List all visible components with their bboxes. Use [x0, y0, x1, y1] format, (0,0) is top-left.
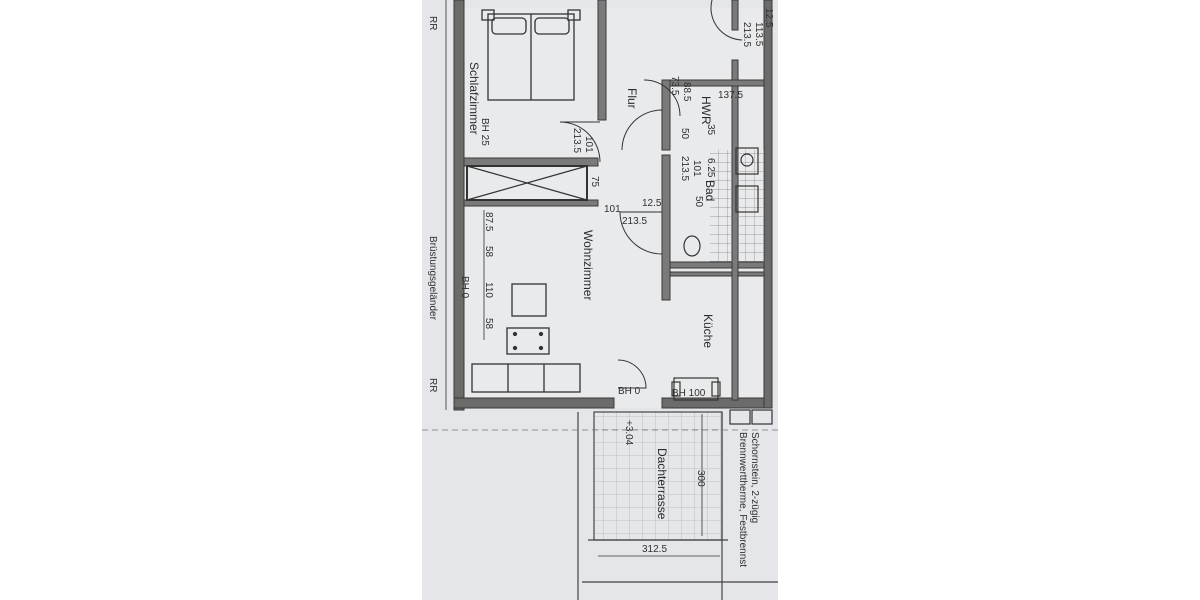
- note-brennwert: Brennwerttherme, Festbrennst: [737, 432, 748, 567]
- room-label-hwr: HWR: [699, 96, 713, 125]
- room-label-wohnzimmer: Wohnzimmer: [581, 230, 595, 300]
- wardrobe: [466, 165, 588, 201]
- dim-sz-101: 101: [583, 136, 594, 153]
- living-furniture: [471, 283, 581, 393]
- dim-hwr-137-5: 137.5: [718, 90, 743, 101]
- note-bh100: BH 100: [672, 388, 706, 399]
- terrace-outline: [577, 411, 778, 600]
- room-label-kueche: Küche: [701, 314, 715, 348]
- note-bruestung: Brüstungsgeländer: [427, 236, 438, 321]
- dim-win-58-a: 58: [483, 246, 494, 258]
- floor-plan: Schlafzimmer Flur HWR Bad Wohnzimmer Küc…: [422, 0, 778, 600]
- dim-hwr-50: 50: [679, 128, 690, 140]
- dim-win-110: 110: [483, 282, 494, 298]
- dim-win-87-5: 87.5: [483, 212, 494, 232]
- dim-wz-101: 101: [604, 204, 621, 215]
- dim-top-113-5: 113.5: [753, 22, 764, 47]
- dim-wz-213-5: 213.5: [622, 216, 647, 227]
- exterior-walls: [453, 0, 773, 411]
- dim-sz-75: 75: [589, 176, 600, 188]
- terrace-tiles: [594, 412, 722, 540]
- note-rr-mid: RR: [427, 378, 438, 392]
- dim-terrace-312-5: 312.5: [642, 544, 667, 555]
- note-schornstein: Schornstein, 2-zügig: [749, 432, 760, 523]
- note-level: +3.04: [623, 420, 634, 446]
- dim-terrace-300: 300: [695, 470, 706, 487]
- note-bh25: BH 25: [479, 118, 490, 146]
- dim-top-213-5: 213.5: [741, 22, 752, 47]
- note-bh0-door: BH 0: [618, 386, 641, 397]
- dim-bad-213-5: 213.5: [679, 156, 690, 181]
- room-label-schlafzimmer: Schlafzimmer: [467, 62, 481, 135]
- note-rr-top: RR: [427, 16, 438, 30]
- dim-flur-88-5: 88.5: [681, 82, 692, 102]
- room-label-flur: Flur: [625, 88, 639, 109]
- dim-win-58-b: 58: [483, 318, 494, 330]
- doors: [559, 0, 743, 389]
- dim-sz-213-5: 213.5: [571, 128, 582, 153]
- note-bh0-left: BH 0: [459, 276, 470, 299]
- dim-bad-6-25: 6.25: [705, 158, 716, 178]
- dim-flur-73-5: 73.5: [669, 76, 680, 96]
- dim-bad-50: 50: [693, 196, 704, 208]
- dim-bad-101: 101: [691, 160, 702, 177]
- floor-plan-sheet: Schlafzimmer Flur HWR Bad Wohnzimmer Küc…: [422, 0, 778, 600]
- double-bed: [481, 9, 581, 101]
- dim-top-12-5: 12.5: [763, 8, 774, 28]
- room-label-dachterrasse: Dachterrasse: [655, 448, 669, 520]
- chimney: [729, 409, 773, 425]
- dim-hwr-35: 35: [705, 124, 716, 136]
- dim-wz-12-5: 12.5: [642, 198, 662, 209]
- kitchen-table: [671, 377, 721, 401]
- bathroom-fixtures: [683, 147, 759, 257]
- bathroom-tiles: [710, 150, 764, 262]
- room-label-bad: Bad: [703, 180, 717, 201]
